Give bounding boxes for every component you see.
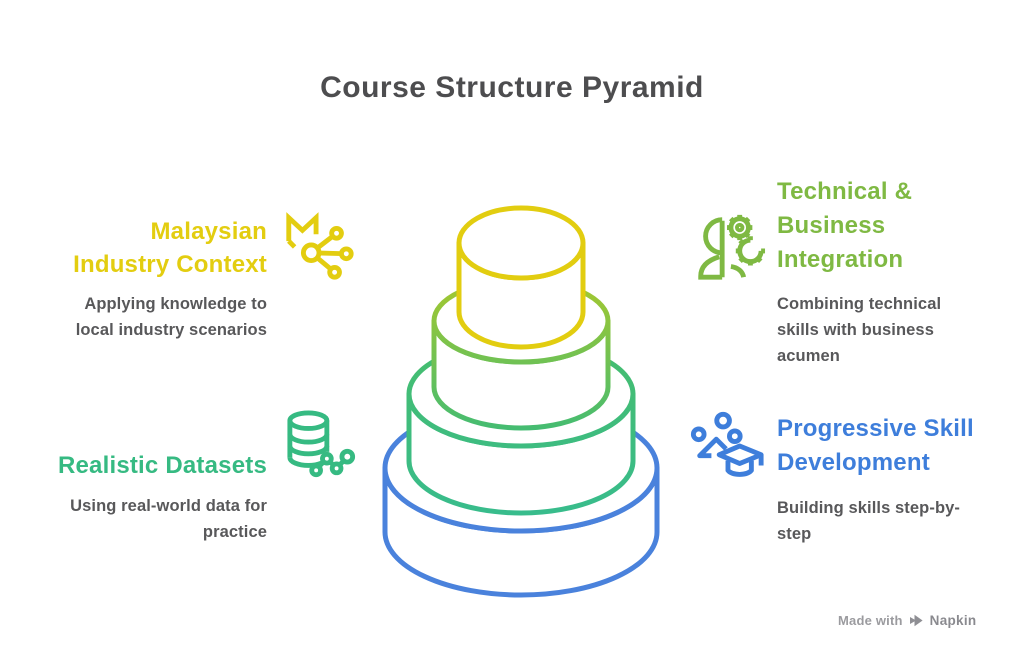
pyramid-diagram [382, 205, 660, 598]
heading-malaysian-industry-context: Malaysian Industry Context [73, 218, 267, 278]
heading-realistic-datasets: Realistic Datasets [57, 452, 267, 479]
desc-technical-business-integration: Combining technical skills with business… [777, 295, 942, 365]
heading-progressive-skill-development: Progressive Skill Development [777, 415, 974, 476]
database-chart-icon [287, 410, 356, 478]
person-gears-icon [698, 214, 766, 280]
made-with-label: Made with [838, 613, 903, 628]
page-title: Course Structure Pyramid [320, 71, 704, 104]
brand-label: Napkin [929, 613, 977, 628]
watermark: Made with Napkin [838, 613, 976, 628]
graduation-cap-dots-icon [690, 411, 764, 477]
desc-realistic-datasets: Using real-world data for practice [70, 497, 267, 541]
desc-malaysian-industry-context: Applying knowledge to local industry sce… [75, 295, 267, 339]
heading-technical-business-integration: Technical & Business Integration [777, 178, 913, 273]
napkin-play-icon [909, 614, 923, 627]
book-network-icon [286, 212, 354, 280]
desc-progressive-skill-development: Building skills step-by- step [777, 499, 961, 543]
pyramid-tier-1 [456, 205, 586, 350]
